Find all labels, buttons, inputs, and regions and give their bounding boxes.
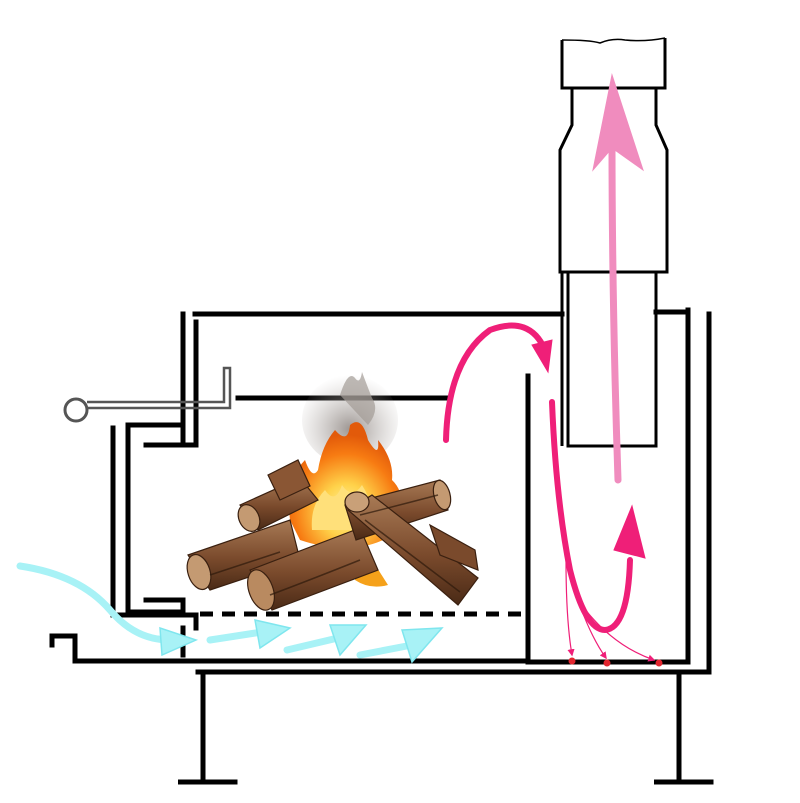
hot-gas-arrow-icon — [443, 322, 656, 662]
damper-ring — [63, 397, 89, 423]
exhaust-arrow-icon — [592, 73, 644, 484]
chimney-top-edge — [561, 37, 666, 44]
intake-air-main-arrow — [16, 562, 174, 644]
intake-air-arrow-2 — [206, 628, 266, 644]
ash-deposit-arrows — [565, 559, 656, 662]
flue-spigot — [566, 272, 658, 448]
door-frame-upper — [125, 422, 186, 615]
ash-particle-icon — [568, 657, 663, 667]
intake-air-arrow-3 — [283, 634, 342, 654]
log-top-left — [267, 459, 311, 501]
right-leg — [654, 669, 714, 785]
log-right-back — [428, 523, 479, 571]
log-pile-icon — [186, 459, 479, 611]
hot-gas-over-baffle — [443, 322, 548, 443]
ash-particle — [568, 657, 576, 665]
damper-shaft — [87, 366, 232, 410]
ash-pan-lip — [49, 633, 78, 664]
exhaust-shaft — [608, 136, 622, 484]
door-frame-lower-2 — [110, 612, 199, 631]
air-flow-arrow-icon — [16, 562, 444, 664]
ash-particle — [603, 659, 611, 667]
intake-air-arrow-4 — [356, 641, 416, 659]
left-leg — [178, 669, 238, 785]
ash-particle — [655, 659, 663, 667]
log-bark-texture — [209, 494, 461, 596]
damper-rod — [63, 366, 232, 423]
door-frame-lower — [125, 597, 186, 615]
hot-gas-down-flue — [549, 399, 633, 634]
door-frame-upper-inner — [143, 437, 199, 448]
